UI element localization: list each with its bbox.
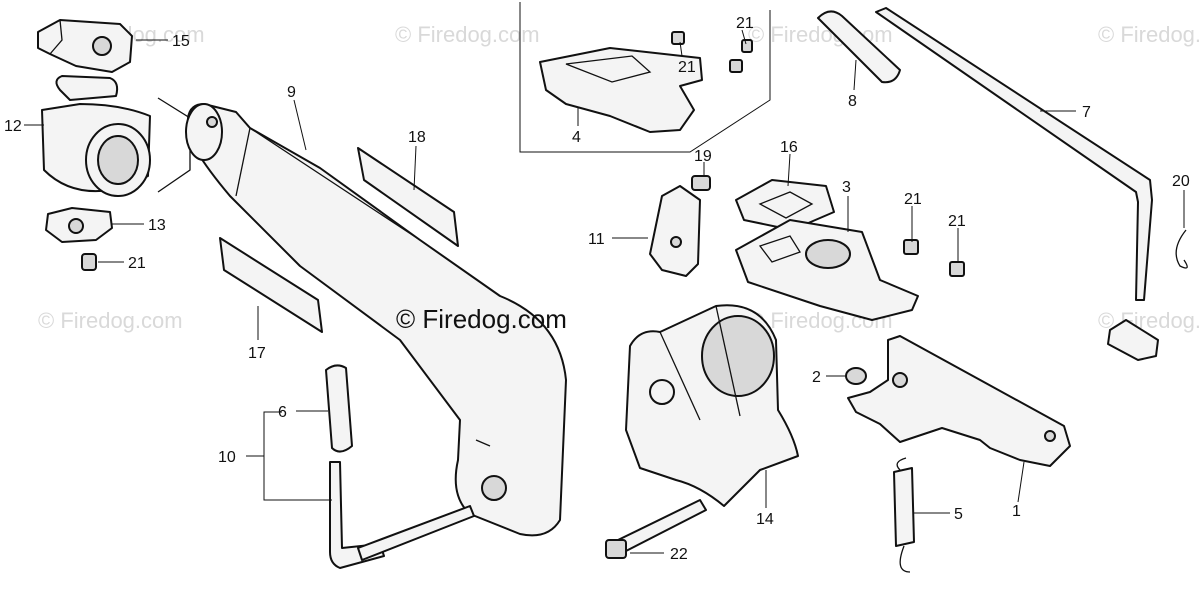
part-2-nut (845, 367, 867, 385)
part-12-gear-housing (41, 75, 191, 197)
callout-8: 8 (848, 93, 857, 110)
callout-3: 3 (842, 179, 851, 196)
callout-13: 13 (148, 217, 166, 234)
callout-21: 21 (128, 255, 146, 272)
part-8-grip (817, 10, 901, 84)
part-11-plate (649, 185, 701, 277)
callout-5: 5 (954, 506, 963, 523)
callout-20: 20 (1172, 173, 1190, 190)
callout-2: 2 (812, 369, 821, 386)
part-21-screws-top (671, 31, 753, 73)
callout-7: 7 (1082, 104, 1091, 121)
callout-16: 16 (780, 139, 798, 156)
callout-21: 21 (736, 15, 754, 32)
part-19-bolt (691, 175, 711, 191)
part-21-screw (81, 253, 97, 271)
callout-12: 12 (4, 118, 22, 135)
callout-21: 21 (948, 213, 966, 230)
callout-22: 22 (670, 546, 688, 563)
callout-17: 17 (248, 345, 266, 362)
callout-1: 1 (1012, 503, 1021, 520)
part-14-gearbox (625, 304, 799, 507)
watermark: © Firedog.com (395, 22, 540, 47)
callout-4: 4 (572, 129, 581, 146)
part-20-pin (1175, 229, 1188, 269)
part-13-clip (45, 207, 113, 243)
callout-labels: 15 12 13 21 9 18 17 6 10 4 21 21 8 7 20 … (4, 15, 1190, 563)
part-9-arm (185, 103, 567, 537)
part-3-cover (735, 219, 919, 321)
part-22-bolt (605, 499, 707, 559)
callout-6: 6 (278, 404, 287, 421)
watermark: © Firedog.com (1098, 22, 1200, 47)
callout-9: 9 (287, 84, 296, 101)
part-1-bracket (847, 335, 1071, 467)
part-18-decal (357, 147, 459, 247)
part-5-spring (893, 457, 915, 573)
callout-15: 15 (172, 33, 190, 50)
part-6-grip (325, 364, 353, 453)
part-17-decal (219, 237, 323, 333)
part-10-lever (329, 461, 475, 569)
part-4-cover (539, 47, 703, 133)
callout-19: 19 (694, 148, 712, 165)
watermark: © Firedog.com (38, 308, 183, 333)
part-4-box (519, 2, 771, 153)
part-7-rod (875, 7, 1159, 361)
part-21-screws-right (903, 239, 965, 277)
callout-11: 11 (588, 231, 605, 248)
watermark-main: © Firedog.com (396, 304, 567, 334)
watermark-layer: © Firedog.com © Firedog.com © Firedog.co… (38, 22, 1200, 333)
leader-lines (24, 29, 1185, 554)
part-16-gasket (735, 179, 835, 231)
callout-18: 18 (408, 129, 426, 146)
callout-14: 14 (756, 511, 774, 528)
callout-21: 21 (678, 59, 696, 76)
callout-10: 10 (218, 449, 236, 466)
part-15-bracket (37, 19, 133, 73)
callout-21: 21 (904, 191, 922, 208)
